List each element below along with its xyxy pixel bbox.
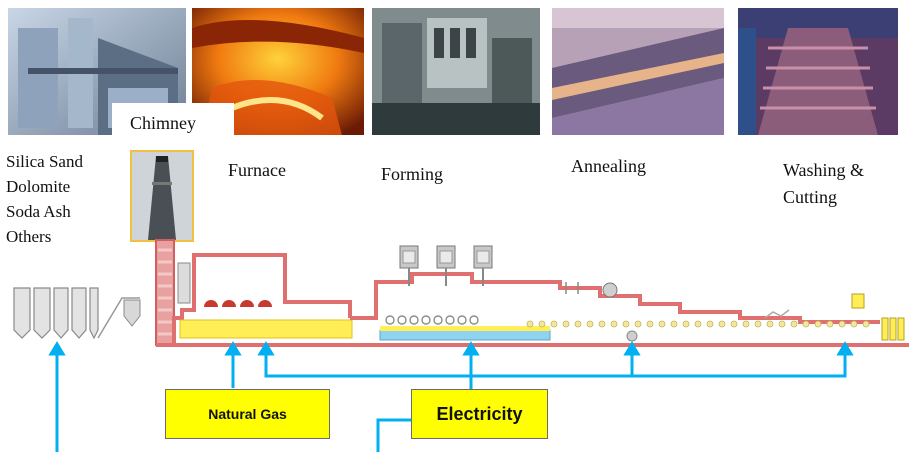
forming-machinery-photo [372,8,540,135]
annealing-lehr-roof [560,286,880,324]
chimney-stack [155,239,175,346]
cutting-unit [851,293,865,309]
cutting-blade [764,309,790,319]
raw-material-soda-ash: Soda Ash [6,202,71,221]
conveyor-rollers [526,320,870,328]
glass-stack [881,317,905,341]
tin-bath [379,329,551,341]
batch-conveyor [97,297,140,339]
batch-hopper [123,299,141,327]
lehr-roller-drive [626,330,638,342]
top-roller-row [385,315,479,325]
chimney-photo [130,150,194,242]
natural-gas-box: Natural Gas [165,389,330,439]
lehr-gate [565,282,579,294]
chimney-label-backdrop [112,103,234,143]
batch-silos [13,287,99,340]
stage-label-furnace: Furnace [228,160,286,180]
glass-ribbon-on-tin [380,326,550,331]
washing-cutting-photo [738,8,898,135]
electricity-box: Electricity [411,389,548,439]
raw-material-dolomite: Dolomite [6,177,71,196]
stage-label-washing: Washing & [783,160,865,180]
stage-label-forming: Forming [381,164,444,184]
regenerator [177,262,191,304]
furnace-wall [172,253,352,345]
energy-supply-pipes [48,341,854,452]
raw-material-silica-sand: Silica Sand [6,152,83,171]
raw-material-others: Others [6,227,52,246]
tin-bath-roof [350,272,582,320]
annealing-fan [602,282,618,298]
glass-melt [179,319,353,339]
furnace-burners [204,300,272,307]
stage-label-annealing: Annealing [571,156,646,176]
stage-label-cutting: Cutting [783,187,838,207]
forming-motors [399,245,493,286]
chimney-bricks [158,248,172,336]
chimney-label: Chimney [130,113,196,133]
annealing-lehr-photo [552,8,724,135]
